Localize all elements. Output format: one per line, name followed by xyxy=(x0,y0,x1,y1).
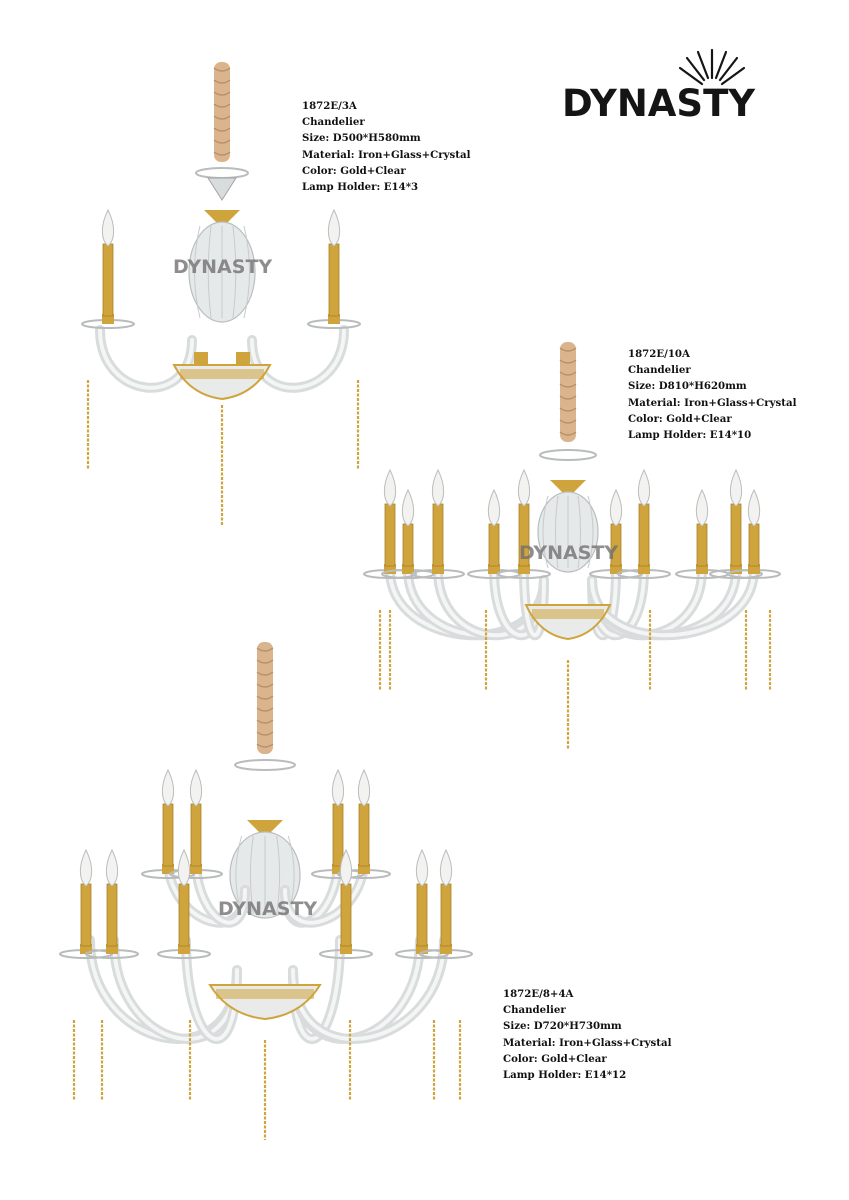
brand-logo: DYNASTY xyxy=(562,48,802,126)
lamp-holder-spec: Lamp Holder: E14*12 xyxy=(503,1069,627,1082)
watermark: DYNASTY xyxy=(519,542,619,564)
size-spec: Size: D810*H620mm xyxy=(628,380,747,393)
chandelier-1872e-3a-image xyxy=(81,62,361,525)
model-number: 1872E/10A xyxy=(628,348,690,360)
product-3-spec: 1872E/8+4A Chandelier Size: D720*H730mm … xyxy=(503,986,671,1083)
product-type: Chandelier xyxy=(628,364,691,377)
brand-name: DYNASTY xyxy=(562,82,756,125)
product-type: Chandelier xyxy=(503,1004,566,1017)
color-spec: Color: Gold+Clear xyxy=(628,412,732,425)
lamp-holder-spec: Lamp Holder: E14*10 xyxy=(628,429,752,442)
model-number: 1872E/3A xyxy=(302,100,357,112)
product-type: Chandelier xyxy=(302,116,365,129)
size-spec: Size: D500*H580mm xyxy=(302,132,421,145)
product-2-spec: 1872E/10A Chandelier Size: D810*H620mm M… xyxy=(628,346,796,443)
watermark: DYNASTY xyxy=(218,898,318,920)
material-spec: Material: Iron+Glass+Crystal xyxy=(302,148,471,161)
lamp-holder-spec: Lamp Holder: E14*3 xyxy=(302,181,419,194)
chandelier-1872e-8-4a-image xyxy=(59,642,473,1140)
size-spec: Size: D720*H730mm xyxy=(503,1020,622,1033)
color-spec: Color: Gold+Clear xyxy=(503,1052,607,1065)
material-spec: Material: Iron+Glass+Crystal xyxy=(628,396,797,409)
chandelier-1872e-10a-image xyxy=(363,342,781,750)
material-spec: Material: Iron+Glass+Crystal xyxy=(503,1036,672,1049)
watermark: DYNASTY xyxy=(173,256,273,278)
color-spec: Color: Gold+Clear xyxy=(302,164,406,177)
model-number: 1872E/8+4A xyxy=(503,988,574,1000)
sunburst-icon xyxy=(678,48,746,86)
product-1-spec: 1872E/3A Chandelier Size: D500*H580mm Ma… xyxy=(302,98,470,195)
